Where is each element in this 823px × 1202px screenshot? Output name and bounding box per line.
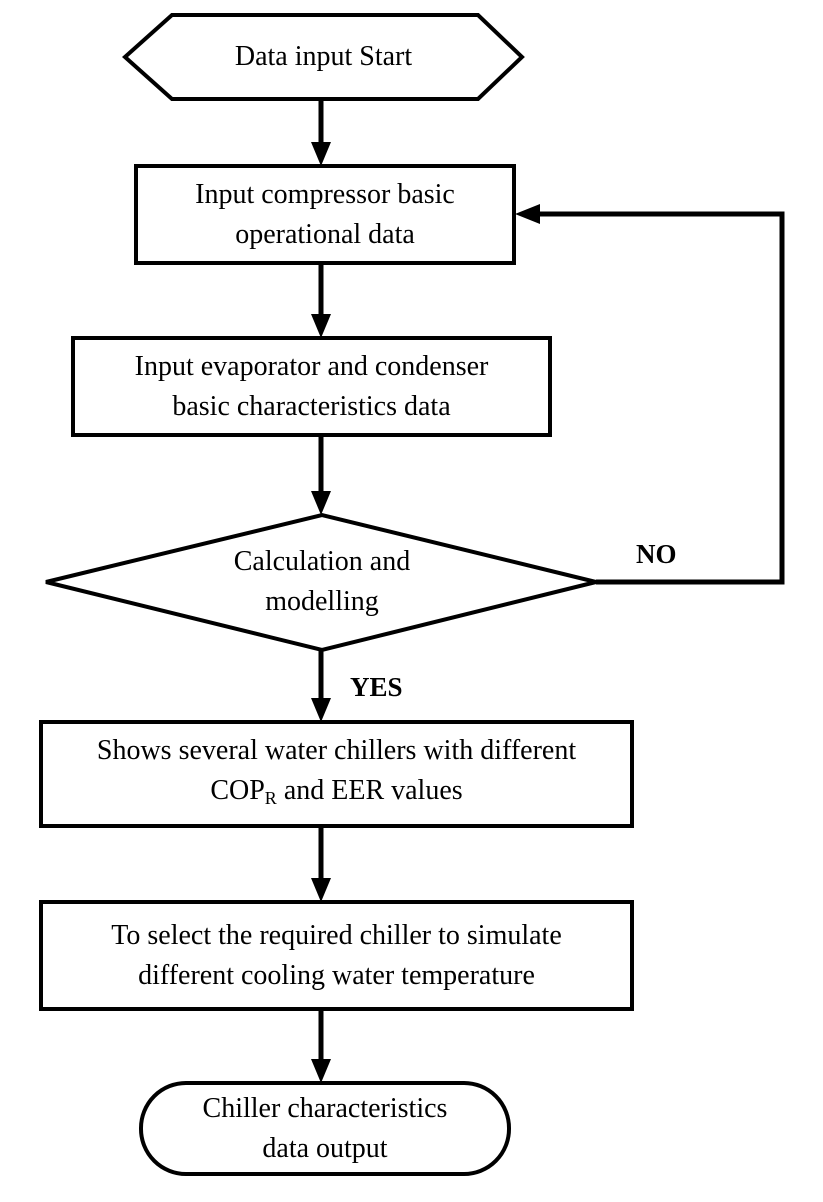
select-text-line-2: different cooling water temperature [138,959,535,991]
start-text: Data input Start [234,41,413,72]
output-label: Chiller characteristics data output [141,1083,509,1174]
chillers-text-line-2: COPR and EER values [210,771,462,818]
calc-text-line-2: modelling [265,586,379,617]
arrowhead-compressor-to-evap [311,314,331,338]
arrowhead-chillers-to-select [311,878,331,902]
evap-cond-text-line-2: basic characteristics data [172,390,451,422]
calc-text-line-1: Calculation and [233,546,411,577]
compressor-text-line-2: operational data [235,218,415,250]
start-hexagon [121,13,525,101]
arrowhead-calc-to-chillers [311,698,331,722]
compressor-text-line-1: Input compressor basic [195,178,455,210]
select-text-line-1: To select the required chiller to simula… [111,919,562,951]
start-label: Data input Start [125,15,522,99]
calc-label: Calculation and modelling [150,542,494,622]
arrowhead-select-to-output [311,1059,331,1083]
no-label: NO [636,539,677,569]
output-text-line-2: data output [262,1132,388,1164]
evap-cond-box [71,336,552,437]
select-label: To select the required chiller to simula… [41,902,632,1009]
chillers-label: Shows several water chillers with differ… [41,722,632,826]
cop-text: COP [210,774,265,806]
output-text-line-1: Chiller characteristics [202,1092,448,1124]
compressor-box [134,164,516,265]
arrowhead-start-to-compressor [311,142,331,166]
evap-cond-text-line-1: Input evaporator and condenser [134,350,489,382]
eer-text: and EER values [276,774,463,806]
select-box [39,900,634,1011]
arrowhead-no-loop [515,204,540,224]
output-terminator [139,1081,511,1176]
yes-label: YES [350,672,403,702]
evap-cond-label: Input evaporator and condenser basic cha… [73,338,550,435]
cop-subscript: R [264,787,277,808]
compressor-label: Input compressor basic operational data [136,166,514,263]
arrowhead-evap-to-calc [311,491,331,515]
chillers-text-line-1: Shows several water chillers with differ… [96,734,577,766]
arrow-no-loop [538,211,785,585]
chillers-box [39,720,634,828]
